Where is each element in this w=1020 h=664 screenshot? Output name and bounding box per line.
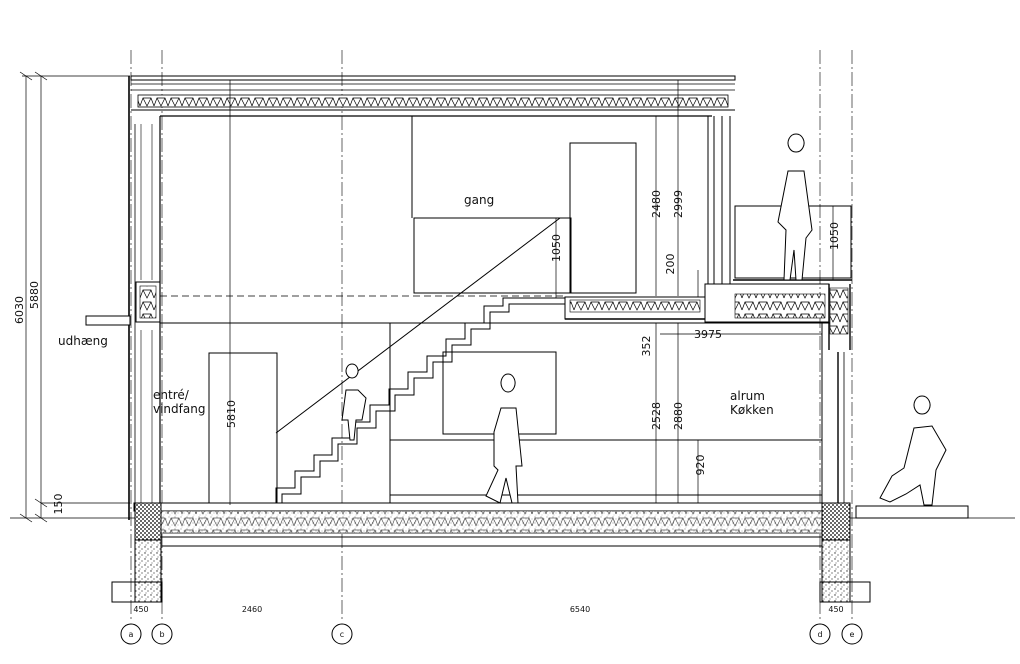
room-label-gang: gang xyxy=(464,193,494,207)
floor-slab xyxy=(10,502,1015,603)
room-label-entre: entré/ xyxy=(153,388,190,402)
dim-352: 352 xyxy=(640,336,653,357)
dim-2528: 2528 xyxy=(650,402,663,430)
dim-1050-stair: 1050 xyxy=(550,234,563,262)
dim-bottom-6540: 6540 xyxy=(570,605,590,614)
dim-5810: 5810 xyxy=(225,400,238,428)
axis-label-d: d xyxy=(817,630,822,639)
axis-label-e: e xyxy=(850,630,855,639)
room-label-kokken: Køkken xyxy=(730,403,774,417)
dim-bottom-450-right: 450 xyxy=(828,605,843,614)
child-on-stair xyxy=(341,363,367,441)
person-with-dog xyxy=(879,395,947,506)
dim-1050-right: 1050 xyxy=(828,222,841,250)
dim-bottom-450-left: 450 xyxy=(133,605,148,614)
axis-label-a: a xyxy=(129,630,134,639)
roof xyxy=(130,75,736,117)
grid-lines xyxy=(130,50,853,622)
dim-2999: 2999 xyxy=(672,190,685,218)
floor-deck xyxy=(564,283,851,350)
dim-200: 200 xyxy=(664,254,677,275)
axis-bubbles xyxy=(120,623,863,645)
dim-6030: 6030 xyxy=(13,296,26,324)
dim-2480: 2480 xyxy=(650,190,663,218)
dim-920: 920 xyxy=(694,455,707,476)
right-wall xyxy=(821,323,845,520)
stair xyxy=(275,217,565,503)
room-label-vindfang: vindfang xyxy=(153,402,205,416)
upper-level xyxy=(411,116,731,294)
person-upper-terrace xyxy=(777,133,813,281)
room-label-udhaeng: udhæng xyxy=(58,334,108,348)
dimension-lines xyxy=(19,71,834,523)
axis-label-c: c xyxy=(340,630,344,639)
overhang-beam xyxy=(85,315,131,326)
person-kitchen xyxy=(485,373,523,504)
dim-150: 150 xyxy=(52,494,65,515)
axis-label-b: b xyxy=(159,630,164,639)
room-label-alrum: alrum xyxy=(730,389,765,403)
dim-3975: 3975 xyxy=(694,328,722,341)
person-silhouettes xyxy=(341,133,947,506)
left-wall xyxy=(128,76,161,520)
dim-2880: 2880 xyxy=(672,402,685,430)
dim-bottom-2460: 2460 xyxy=(242,605,262,614)
dim-5880: 5880 xyxy=(28,281,41,309)
